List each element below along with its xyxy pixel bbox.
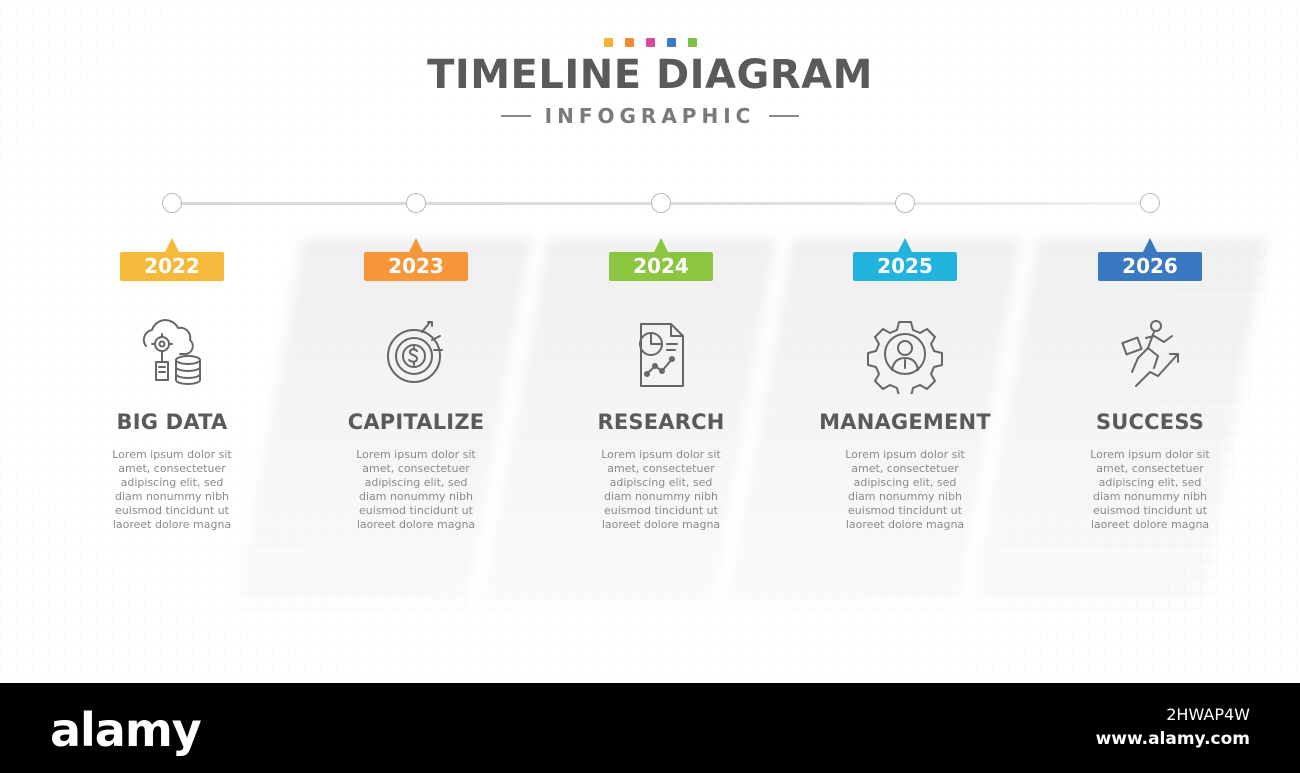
businessman-growth-arrow-icon: [1110, 314, 1190, 394]
subtitle-rule-left: [500, 115, 531, 117]
year-badge-wrap: 2022: [57, 238, 287, 282]
accent-dot: [645, 38, 655, 47]
milestone-label: MANAGEMENT: [819, 410, 991, 434]
year-badge: 2023: [364, 252, 468, 281]
subtitle-row: INFOGRAPHIC: [0, 104, 1300, 128]
year-badge-pointer: [165, 238, 179, 252]
timeline-node: [162, 193, 182, 213]
milestone-description: Lorem ipsum dolor sit amet, consectetuer…: [601, 448, 721, 531]
accent-dot: [624, 38, 634, 47]
milestone-2025: 2025 MANAGEMENT Lorem ipsum dolor sit am…: [790, 238, 1020, 532]
year-badge-pointer: [1143, 238, 1157, 252]
milestone-2022: 2022 BIG DATA Lorem ipsum dolor sit amet…: [57, 238, 287, 532]
infographic-canvas: TIMELINE DIAGRAM INFOGRAPHIC 2022: [0, 0, 1300, 683]
year-badge-wrap: 2024: [546, 238, 776, 282]
accent-dot: [666, 38, 676, 47]
timeline-node: [651, 193, 671, 213]
watermark-footer: alamy 2HWAP4W www.alamy.com: [0, 683, 1300, 773]
year-badge-wrap: 2023: [301, 238, 531, 282]
gear-person-icon: [865, 314, 945, 397]
year-badge-pointer: [898, 238, 912, 252]
year-badge: 2022: [120, 252, 224, 281]
stock-url: www.alamy.com: [1095, 729, 1250, 749]
page-subtitle: INFOGRAPHIC: [544, 104, 756, 128]
brand-logo: alamy: [50, 703, 202, 757]
year-badge: 2026: [1098, 252, 1202, 281]
accent-dots: [0, 38, 1300, 47]
year-badge: 2025: [853, 252, 957, 281]
year-badge-pointer: [654, 238, 668, 252]
milestone-description: Lorem ipsum dolor sit amet, consectetuer…: [356, 448, 476, 531]
accent-dot: [687, 38, 697, 47]
year-badge-wrap: 2025: [790, 238, 1020, 282]
milestone-label: SUCCESS: [1095, 410, 1205, 434]
page-title: TIMELINE DIAGRAM: [427, 52, 873, 98]
timeline-node: [406, 193, 426, 213]
subtitle-rule-right: [769, 115, 800, 117]
milestone-description: Lorem ipsum dolor sit amet, consectetuer…: [845, 448, 965, 531]
timeline-node: [895, 193, 915, 213]
dollar-target-chart-icon: [376, 314, 456, 394]
year-badge-pointer: [409, 238, 423, 252]
year-badge: 2024: [609, 252, 713, 281]
milestone-2023: 2023 CAPITALIZE Lorem ipsum dolor sit am…: [301, 238, 531, 532]
report-chart-document-icon: [621, 314, 701, 394]
milestone-label: BIG DATA: [116, 410, 228, 434]
year-badge-wrap: 2026: [1035, 238, 1265, 282]
milestone-description: Lorem ipsum dolor sit amet, consectetuer…: [1090, 448, 1210, 531]
big-data-cloud-database-icon: [132, 314, 212, 394]
milestone-2024: 2024 RESEARCH Lorem ipsum dolor sit amet…: [546, 238, 776, 532]
accent-dot: [603, 38, 613, 47]
milestone-description: Lorem ipsum dolor sit amet, consectetuer…: [112, 448, 232, 531]
milestone-label: RESEARCH: [597, 410, 725, 434]
milestone-label: CAPITALIZE: [347, 410, 485, 434]
milestone-2026: 2026 SUCCESS Lorem ipsum dolor sit amet,…: [1035, 238, 1265, 532]
timeline-node: [1140, 193, 1160, 213]
stock-image-id: 2HWAP4W: [1166, 705, 1250, 724]
